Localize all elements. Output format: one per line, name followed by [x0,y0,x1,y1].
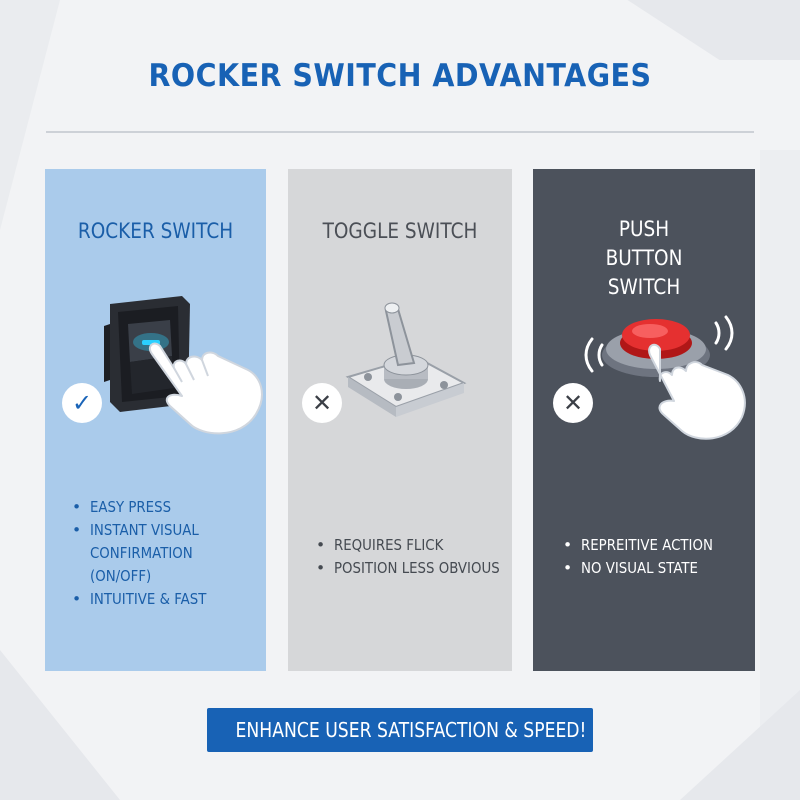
rocker-switch-icon [104,296,263,435]
pointing-hand-icon [148,342,263,435]
drawbacks-list: •REPREITIVE ACTION •NO VISUAL STATE [563,534,748,580]
cta-banner: ENHANCE USER SATISFACTION & SPEED! [207,708,593,752]
panel-push-button-switch: PUSH BUTTON SWITCH ✕ •REPREITIVE ACTION … [533,169,755,671]
background-shape [680,690,800,800]
list-item: •POSITION LESS OBVIOUS [316,559,500,577]
page-title: ROCKER SWITCH ADVANTAGES [148,58,652,94]
advantages-list: •EASY PRESS •INSTANT VISUAL CONFIRMATION… [72,496,272,611]
panel-toggle-switch: TOGGLE SWITCH ✕ •REQUIRES FLICK •POSITIO… [288,169,512,671]
background-shape [627,0,800,60]
panel-title: TOGGLE SWITCH [322,219,478,243]
list-item: •REQUIRES FLICK [316,536,444,554]
toggle-switch-icon [345,302,467,417]
drawbacks-list: •REQUIRES FLICK •POSITION LESS OBVIOUS [316,534,506,580]
list-item: •REPREITIVE ACTION [563,536,713,554]
list-item: •EASY PRESS [72,498,172,516]
pointing-hand-icon [648,343,746,440]
cross-icon: ✕ [302,383,342,423]
panel-title: ROCKER SWITCH [77,219,234,243]
check-icon: ✓ [62,383,102,423]
background-shape [0,650,120,800]
list-item: •NO VISUAL STATE [563,559,698,577]
background-shape [760,150,800,790]
title-divider [46,131,754,133]
panel-rocker-switch: ROCKER SWITCH ✓ •EASY PRESS •INSTANT VIS… [45,169,266,671]
push-button-icon [584,315,746,440]
list-item: •INTUITIVE & FAST [72,590,207,608]
cross-icon: ✕ [553,383,593,423]
list-item: •INSTANT VISUAL CONFIRMATION (ON/OFF) [72,521,199,585]
panel-title: PUSH BUTTON SWITCH [605,217,683,299]
